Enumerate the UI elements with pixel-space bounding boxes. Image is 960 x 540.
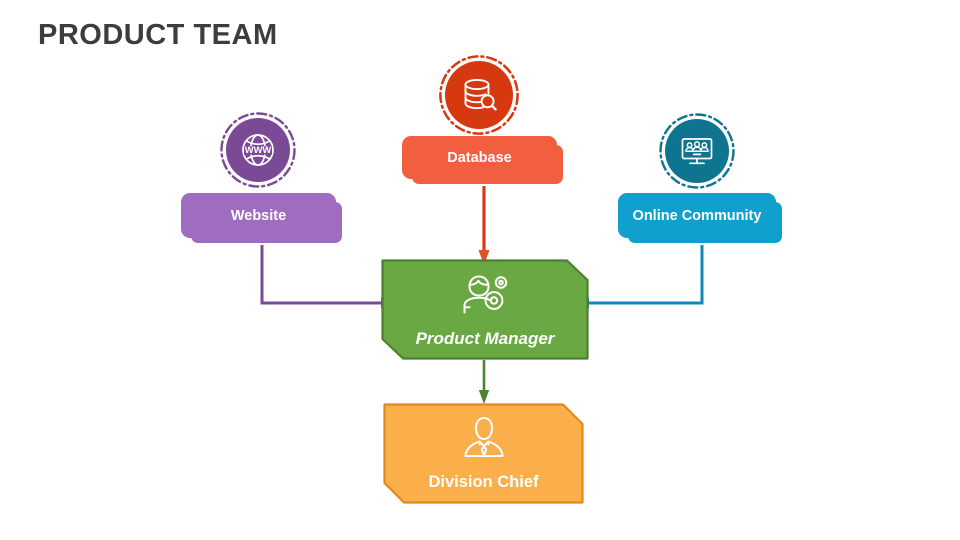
website-icon-disc: WWW [226,118,290,182]
database-label: Database [447,149,512,166]
website-node[interactable]: Website [181,193,344,245]
website-label: Website [230,207,287,224]
online-community-dashed-ring [659,113,735,189]
database-icon-badge [438,54,520,136]
database-search-icon [464,78,497,111]
page-title: PRODUCT TEAM [38,19,278,51]
database-node[interactable]: Database [402,136,565,186]
website-button[interactable]: Website [181,193,336,238]
database-button[interactable]: Database [402,136,557,179]
product-manager-node[interactable]: Product Manager [381,259,589,360]
online-community-label: Online Community [632,207,762,224]
globe-www-icon: WWW [242,134,274,166]
website-dashed-ring [220,112,296,188]
svg-text:WWW: WWW [245,144,272,155]
connector-website-to-product-manager [260,239,396,309]
monitor-people-icon [681,138,713,165]
division-chief-shape [383,403,584,504]
product-manager-shape [381,259,589,360]
connector-database-to-product-manager [478,176,490,265]
online-community-node[interactable]: Online Community [618,193,786,245]
connector-online-community-to-product-manager [574,239,704,309]
connector-product-manager-to-division-chief [478,360,490,404]
online-community-button[interactable]: Online Community [618,193,776,238]
database-dashed-ring [439,55,519,135]
online-community-icon-disc [665,119,729,183]
division-chief-node[interactable]: Division Chief [383,403,584,504]
website-icon-badge: WWW [219,111,297,189]
online-community-icon-badge [658,112,736,190]
database-icon-disc [445,61,513,129]
